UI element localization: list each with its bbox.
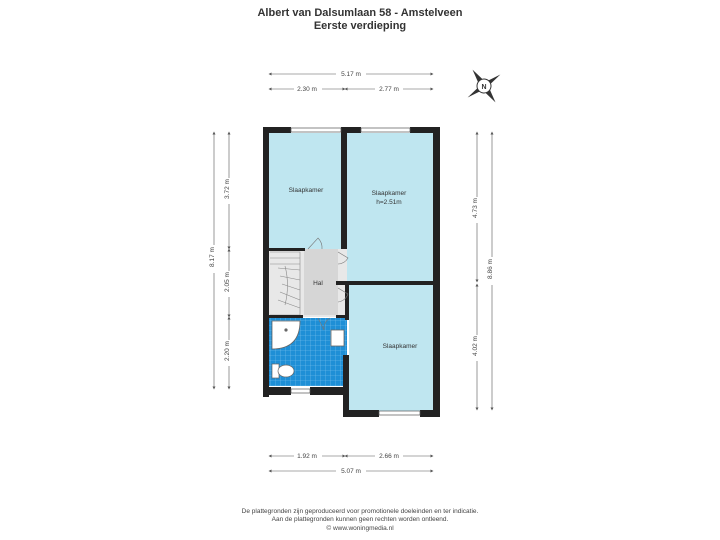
walls [263, 127, 440, 417]
dim-left-top: 3.72 m [224, 179, 231, 199]
dim-right-bottom: 4.02 m [472, 336, 479, 356]
page-title: Albert van Dalsumlaan 58 - Amstelveen [257, 7, 463, 19]
stairs [270, 251, 301, 316]
dim-bottom-right: 2.66 m [379, 453, 399, 460]
doors [307, 237, 349, 331]
dim-top-left: 2.30 m [297, 86, 317, 93]
compass-north-label: N [481, 84, 486, 91]
dim-top-total: 5.17 m [341, 71, 361, 78]
room-label-bedroom-bottom: Slaapkamer [383, 343, 419, 350]
toilet [271, 363, 295, 379]
footer-disclaimer: De plattegronden zijn geproduceerd voor … [241, 508, 479, 515]
compass-icon: N [467, 69, 501, 103]
shower [271, 320, 301, 350]
dim-left-mid: 2.05 m [224, 272, 231, 292]
bedroom-small-area [269, 133, 344, 249]
bedroom-bottom-area [349, 285, 433, 412]
dim-left-bottom: 2.20 m [224, 341, 231, 361]
windows [290, 127, 421, 416]
page-subtitle: Eerste verdieping [313, 20, 407, 32]
dim-left-total: 8.17 m [209, 247, 216, 267]
dim-top-right: 2.77 m [379, 86, 399, 93]
room-label-hall: Hal [313, 280, 323, 287]
footer-rights: Aan de plattegronden kunnen geen rechten… [271, 516, 449, 523]
dim-bottom-left: 1.92 m [297, 453, 317, 460]
dim-right-total: 8.86 m [487, 259, 494, 279]
footer-copyright: © www.woningmedia.nl [326, 525, 394, 532]
room-height-label: h=2.51m [376, 199, 401, 206]
room-label-bedroom-small: Slaapkamer [289, 187, 325, 194]
bedroom-large-area [347, 133, 433, 282]
dim-bottom-total: 5.07 m [341, 468, 361, 475]
sink [330, 329, 345, 347]
hall-corridor [304, 249, 338, 315]
room-label-bedroom-large: Slaapkamer [372, 190, 408, 197]
dim-right-top: 4.73 m [472, 198, 479, 218]
